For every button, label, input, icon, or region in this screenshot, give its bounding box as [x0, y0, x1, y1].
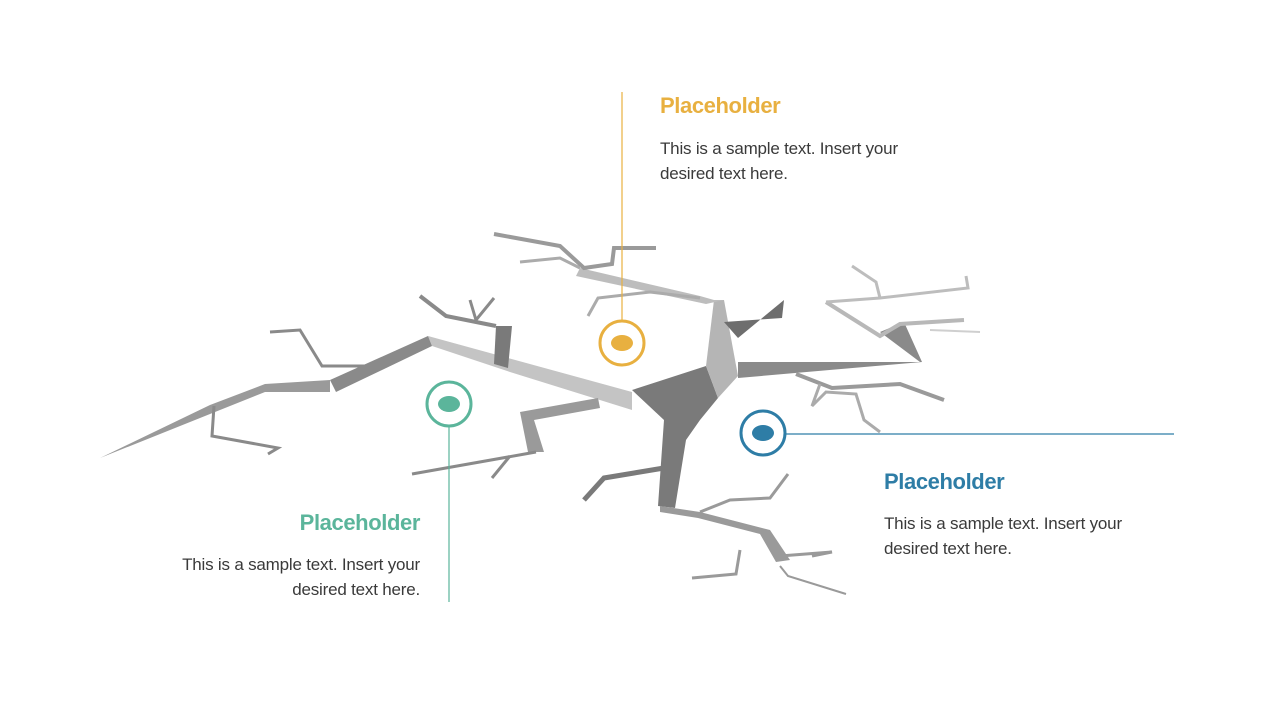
- crack-arm-right-upper: [824, 300, 965, 339]
- crack-branch-farleft: [269, 328, 370, 368]
- callout-right: Placeholder This is a sample text. Inser…: [884, 468, 1174, 561]
- callout-top-title: Placeholder: [660, 93, 781, 118]
- crack-branch-lower: [660, 506, 790, 562]
- crack-arm-left-far: [100, 380, 330, 458]
- target-marker-left-icon: [425, 380, 473, 428]
- ground-crack-illustration: [100, 232, 981, 595]
- crack-branch-lower-tail4: [779, 565, 847, 595]
- target-marker-top-icon: [598, 319, 646, 367]
- crack-arm-right-upper2: [825, 275, 970, 304]
- crack-branch-lower-tail2: [691, 549, 742, 580]
- crack-arm-top-line2: [519, 256, 581, 270]
- crack-branch-lower-left: [582, 465, 665, 502]
- crack-branch-upleft: [494, 326, 512, 368]
- callout-top-text: This is a sample text. Insert your desir…: [660, 136, 950, 186]
- target-marker-right-icon: [739, 409, 787, 457]
- crack-arm-right: [738, 322, 922, 378]
- crack-wedge-right: [724, 300, 784, 338]
- callout-left-text-line1: This is a sample text. Insert your: [182, 555, 420, 574]
- callout-left-title: Placeholder: [299, 510, 421, 535]
- callout-top-text-line1: This is a sample text. Insert your: [660, 139, 898, 158]
- crack-branch-upleft-tip2: [468, 297, 496, 324]
- callout-left: Placeholder This is a sample text. Inser…: [150, 509, 420, 602]
- crack-arm-right-upper4: [929, 329, 981, 333]
- callout-left-text-line2: desired text here.: [292, 580, 420, 599]
- crack-chasm-wall: [706, 300, 738, 398]
- crack-arm-left-face: [428, 336, 632, 410]
- crack-branch-lower-tail: [699, 473, 790, 514]
- callout-top: Placeholder This is a sample text. Inser…: [660, 92, 950, 186]
- crack-branch-midleft: [520, 398, 600, 452]
- crack-arm-right-lower: [795, 372, 945, 402]
- crack-branch-upleft-tip: [418, 294, 497, 328]
- crack-arm-right-upper3: [851, 264, 882, 299]
- callout-right-text-line1: This is a sample text. Insert your: [884, 514, 1122, 533]
- crack-branch-midleft-tail: [411, 450, 537, 476]
- crack-arm-left-side: [330, 336, 432, 392]
- callout-right-text: This is a sample text. Insert your desir…: [884, 511, 1174, 561]
- crack-arm-top-line3: [586, 290, 701, 317]
- callout-right-title: Placeholder: [884, 469, 1005, 494]
- crack-branch-lower-tail3: [779, 550, 833, 558]
- crack-branch-farleft2: [210, 405, 283, 456]
- callout-right-text-line2: desired text here.: [884, 539, 1012, 558]
- crack-arm-top-line: [493, 232, 656, 271]
- crack-arm-right-lower2: [810, 383, 881, 434]
- callout-top-text-line2: desired text here.: [660, 164, 788, 183]
- crack-chasm-center: [632, 366, 718, 508]
- crack-branch-midleft-tail2: [490, 455, 512, 479]
- callout-left-text: This is a sample text. Insert your desir…: [150, 552, 420, 602]
